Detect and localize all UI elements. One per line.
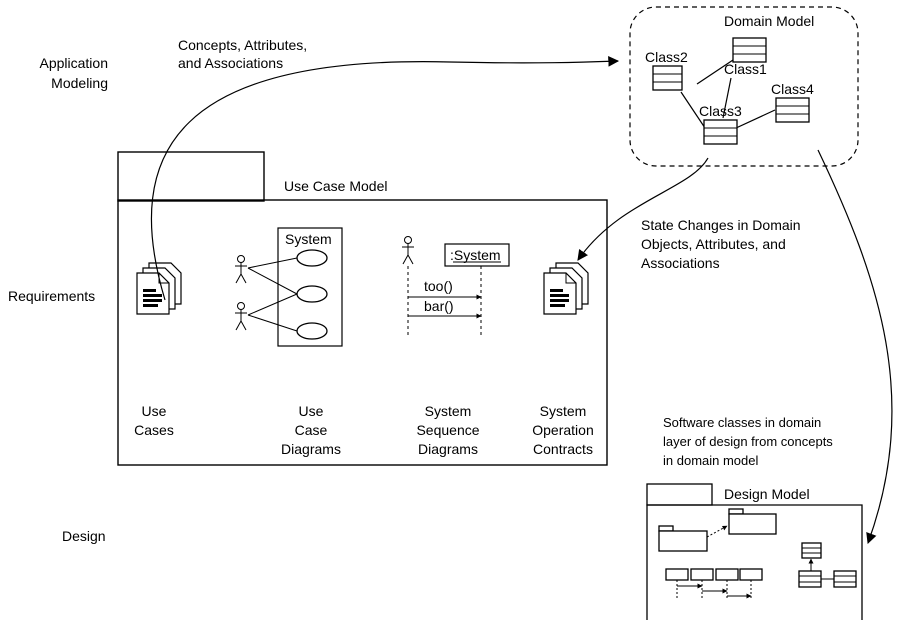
system-participant-box: [444, 243, 510, 267]
row-label-requirements: Requirements: [8, 288, 95, 304]
use-cases-document-icon: [136, 262, 182, 315]
message-label-bar: bar(): [424, 298, 454, 314]
use-case-ellipse: [296, 322, 328, 340]
system-participant-label: :System: [450, 247, 501, 263]
class2-icon: [652, 65, 683, 91]
caption-ssd-3: Diagrams: [418, 441, 478, 457]
design-model-tab: [646, 483, 713, 506]
caption-uc-diagrams-2: Case: [295, 422, 328, 438]
concepts-arrow: [150, 55, 620, 301]
domain-model-title: Domain Model: [724, 13, 814, 29]
caption-contracts-1: System: [540, 403, 587, 419]
message-label-too: too(): [424, 278, 453, 294]
row-label-application-2: Modeling: [51, 75, 108, 91]
state-changes-label-1: State Changes in Domain: [641, 217, 801, 233]
class1-icon: [732, 37, 767, 63]
design-model: Design Model: [646, 483, 863, 620]
class4-label: Class4: [771, 81, 814, 97]
system-sequence-diagram-sketch: :System too() bar(): [402, 236, 510, 338]
use-case-model-tab: [117, 151, 265, 202]
use-case-model: Use Case Model System: [117, 151, 608, 466]
use-case-model-title: Use Case Model: [284, 178, 388, 194]
software-classes-label-2: layer of design from concepts: [663, 434, 833, 449]
use-case-diagram-sketch: System: [235, 227, 343, 347]
association-class2-class1: [696, 59, 734, 85]
caption-use-cases-2: Cases: [134, 422, 174, 438]
domain-model: Domain Model Class2 Class1 Clas: [629, 6, 859, 167]
row-label-application-1: Application: [40, 55, 109, 71]
package-icon: [728, 508, 777, 535]
design-model-title: Design Model: [724, 486, 810, 502]
operation-contracts-document-icon: [543, 262, 589, 315]
caption-uc-diagrams-3: Diagrams: [281, 441, 341, 457]
actor-icon: [402, 236, 414, 265]
software-classes-label-3: in domain model: [663, 453, 758, 468]
dependency-arrow: [706, 525, 728, 538]
use-case-ellipse: [296, 249, 328, 267]
design-model-box: [646, 504, 863, 620]
caption-ssd-2: Sequence: [416, 422, 479, 438]
use-case-ellipse: [296, 285, 328, 303]
class3-label: Class3: [699, 103, 742, 119]
state-changes-label-3: Associations: [641, 255, 720, 271]
mini-class-diagram-icon: [798, 542, 857, 588]
caption-uc-diagrams-1: Use: [299, 403, 324, 419]
caption-use-cases-1: Use: [142, 403, 167, 419]
caption-contracts-2: Operation: [532, 422, 593, 438]
system-box-label: System: [285, 231, 332, 247]
caption-contracts-3: Contracts: [533, 441, 593, 457]
class1-label: Class1: [724, 61, 767, 77]
state-changes-arrow: [577, 157, 709, 261]
association-class2-class3: [680, 91, 706, 129]
use-case-model-box: [117, 199, 608, 466]
actor-icon: [235, 255, 247, 284]
class2-label: Class2: [645, 49, 688, 65]
class4-icon: [775, 97, 810, 123]
association-class3-class4: [735, 109, 776, 129]
domain-model-boundary: [629, 6, 859, 167]
software-classes-label-1: Software classes in domain: [663, 415, 821, 430]
mini-sequence-icon: [665, 568, 763, 600]
software-classes-arrow: [817, 149, 893, 545]
association-class1-class3: [722, 77, 732, 119]
package-icon: [658, 525, 708, 552]
concepts-label-1: Concepts, Attributes,: [178, 37, 307, 53]
class3-icon: [703, 119, 738, 145]
caption-ssd-1: System: [425, 403, 472, 419]
actor-icon: [235, 302, 247, 331]
state-changes-label-2: Objects, Attributes, and: [641, 236, 786, 252]
row-label-design: Design: [62, 528, 106, 544]
concepts-label-2: and Associations: [178, 55, 283, 71]
